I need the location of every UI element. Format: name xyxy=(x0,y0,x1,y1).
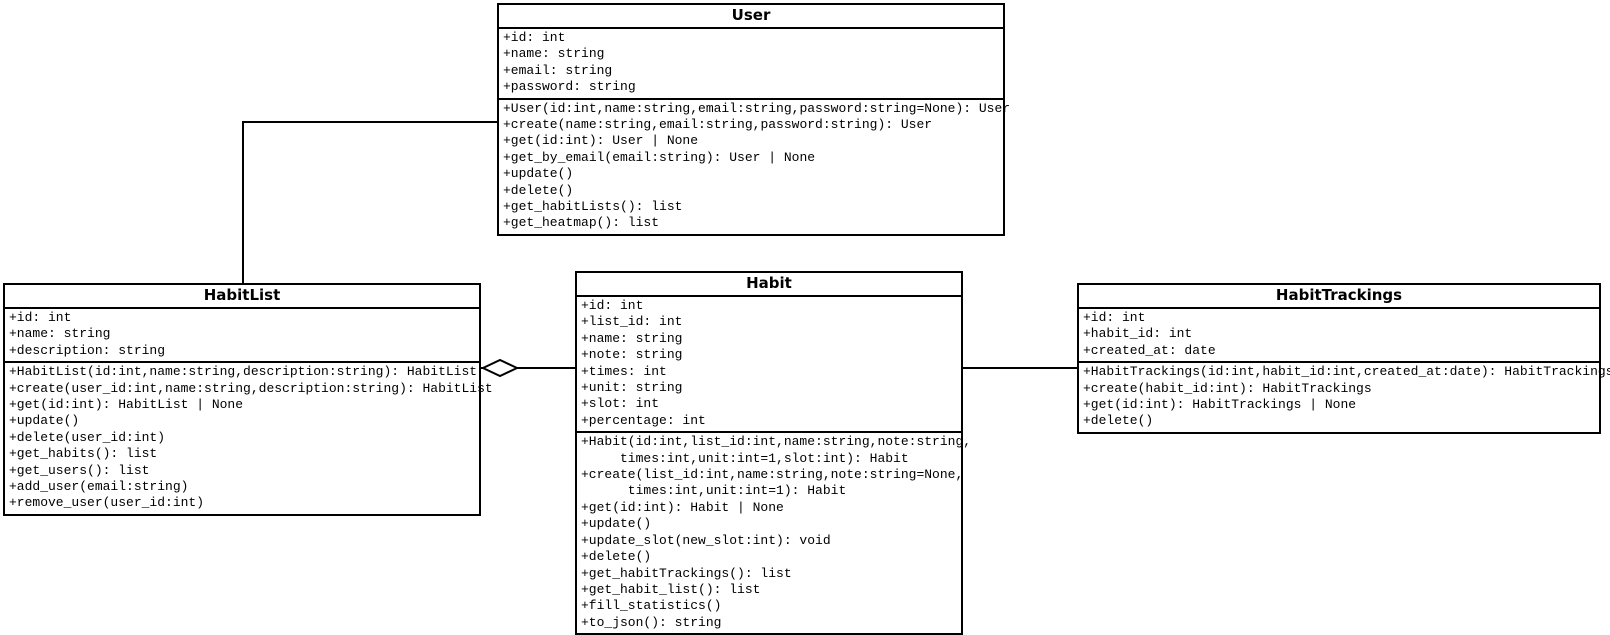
class-box-habitlist: HabitList +id: int +name: string +descri… xyxy=(3,283,493,516)
class-attributes: +id: int +list_id: int +name: string +no… xyxy=(577,297,961,434)
class-methods: +HabitTrackings(id:int,habit_id:int,crea… xyxy=(1083,364,1610,429)
class-box-habit: Habit +id: int +list_id: int +name: stri… xyxy=(575,271,972,635)
class-box-user: User +id: int +name: string +email: stri… xyxy=(497,3,1011,236)
class-methods: +HabitList(id:int,name:string,descriptio… xyxy=(9,364,493,511)
class-attributes: +id: int +name: string +email: string +p… xyxy=(499,29,1003,100)
class-title: Habit xyxy=(577,273,961,297)
aggregation-diamond-icon xyxy=(480,358,520,378)
class-attributes: +id: int +habit_id: int +created_at: dat… xyxy=(1079,309,1599,364)
class-methods: +Habit(id:int,list_id:int,name:string,no… xyxy=(581,434,972,630)
class-title: HabitList xyxy=(5,285,479,309)
connector-user-habitlist xyxy=(242,121,497,285)
class-box-habittrackings: HabitTrackings +id: int +habit_id: int +… xyxy=(1077,283,1610,434)
class-attributes: +id: int +name: string +description: str… xyxy=(5,309,479,364)
class-title: HabitTrackings xyxy=(1079,285,1599,309)
class-methods: +User(id:int,name:string,email:string,pa… xyxy=(503,100,1011,231)
class-title: User xyxy=(499,5,1003,29)
